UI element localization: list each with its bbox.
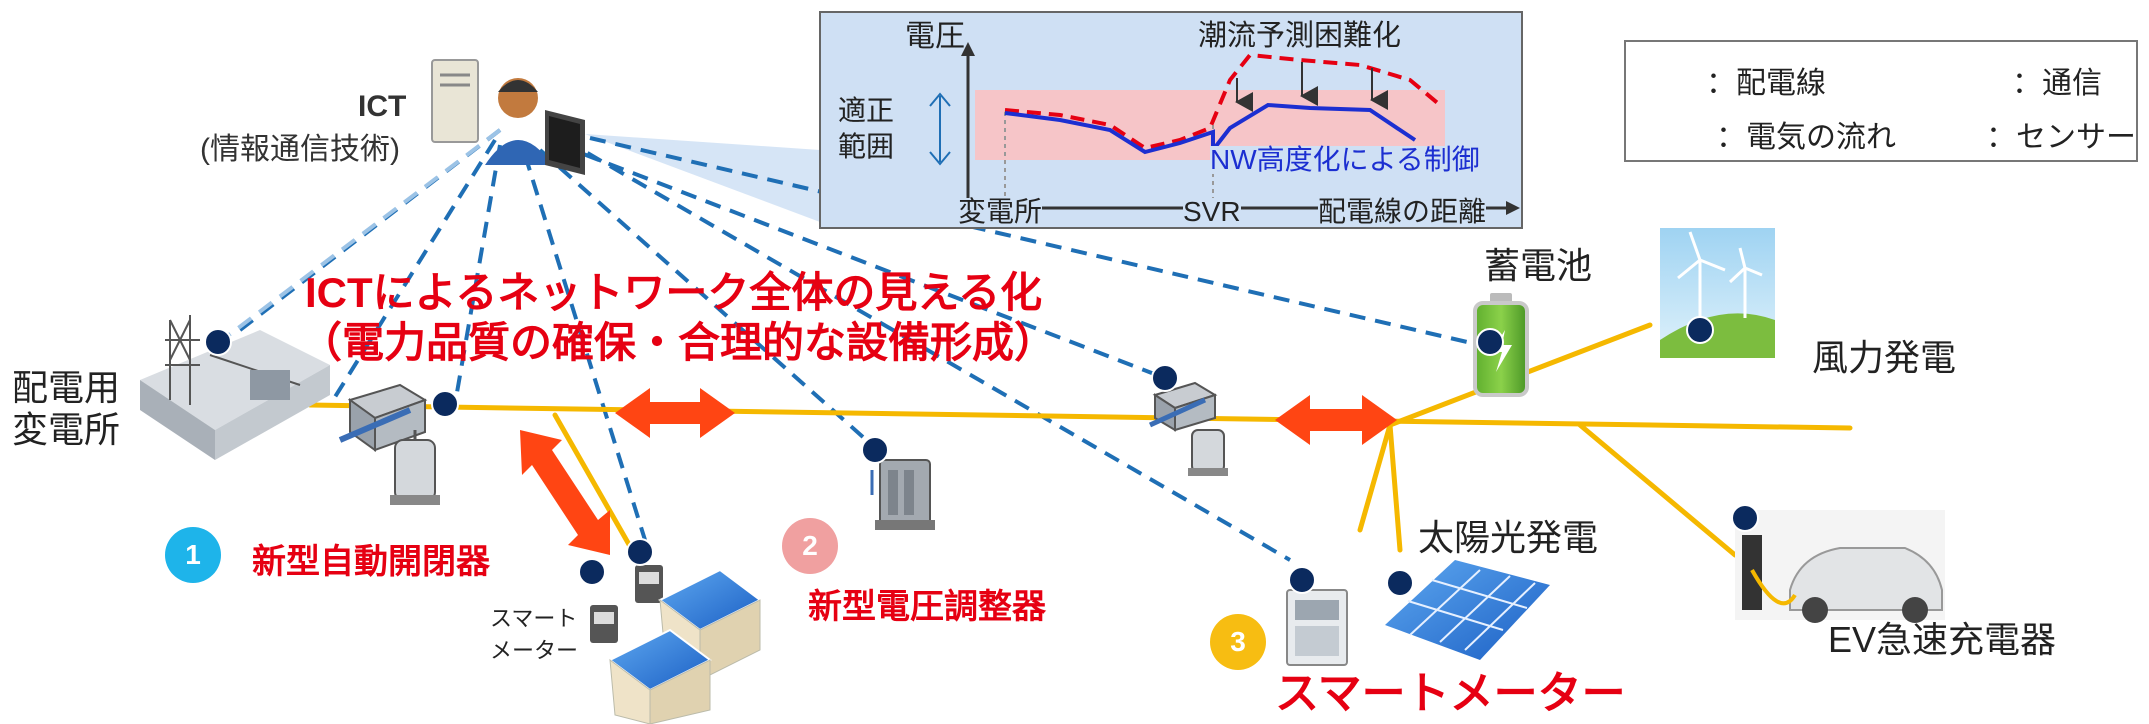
voltage-regulator-device	[870, 459, 935, 530]
inset-band-label-1: 適正	[838, 95, 895, 126]
houses-with-solar-image	[608, 568, 762, 724]
sensor-solar	[1386, 569, 1414, 597]
item1-label: 新型自動開閉器	[252, 543, 490, 581]
badge-3: 3	[1210, 614, 1266, 670]
legend: ：配電線 ：通信 ：電気の流れ ：センサー	[1624, 40, 2138, 162]
legend-sensor: ：センサー	[1986, 121, 2136, 154]
inset-x-axis-label: 配電線の距離	[1318, 196, 1487, 227]
inset-y-axis-label: 電圧	[905, 20, 965, 53]
communication-lines	[238, 128, 1481, 562]
sensor-house	[626, 538, 654, 566]
legend-electricity-flow: ：電気の流れ	[1716, 121, 1896, 154]
sensor-wind	[1686, 316, 1714, 344]
callout-pointer	[585, 134, 820, 222]
ict-title: ICT	[358, 90, 407, 123]
inset-annotation-control: NW高度化による制御	[1210, 144, 1480, 175]
smart-meter-left-image	[590, 565, 663, 643]
item2-label: 新型電圧調整器	[808, 588, 1046, 626]
sensor-svr	[1151, 364, 1179, 392]
item3-label: スマートメーター	[1275, 669, 1626, 718]
sensors	[204, 316, 1759, 597]
sensor-switch	[431, 390, 459, 418]
wind-label: 風力発電	[1812, 337, 1957, 378]
controlled-voltage-curve	[1004, 102, 1417, 156]
automatic-switch-device	[338, 383, 440, 505]
sensor-substation	[204, 328, 232, 356]
communication-line-substation	[223, 128, 502, 340]
inset-x-tick-svr: SVR	[1183, 196, 1241, 227]
flow-arrow-2	[1275, 395, 1397, 445]
flow-arrow-1	[615, 388, 735, 438]
substation-image	[140, 315, 330, 460]
svr-device	[1148, 381, 1228, 476]
headline-visualization: ICTによるネットワーク全体の見える化	[305, 269, 1043, 316]
sensor-smart-meter-3	[1288, 566, 1316, 594]
solar-panel-image	[1385, 560, 1550, 660]
inset-annotation-top: 潮流予測困難化	[1198, 20, 1402, 52]
electricity-flow-arrows	[520, 388, 1397, 555]
ev-charger-image	[1735, 510, 1945, 623]
badge-2: 2	[782, 518, 838, 574]
sensor-battery	[1476, 328, 1504, 356]
legend-distribution-line: ：配電線	[1706, 67, 1826, 100]
sensor-smart-meter-left	[578, 558, 606, 586]
legend-communication: ：通信	[2012, 67, 2102, 100]
substation-label-1: 配電用	[12, 367, 121, 408]
wind-farm-image	[1660, 228, 1775, 358]
sensor-ev	[1731, 504, 1759, 532]
flow-arrow-3	[520, 430, 610, 555]
battery-label: 蓄電池	[1484, 245, 1593, 286]
badge-1: 1	[165, 527, 221, 583]
ict-operator-image	[431, 59, 585, 175]
smart-meter-small-label-2: メーター	[490, 638, 579, 663]
substation-label-2: 変電所	[12, 409, 121, 450]
smart-meter-cabinet-image	[1286, 589, 1348, 666]
predicted-voltage-curve	[1004, 52, 1442, 151]
solar-label: 太陽光発電	[1418, 517, 1599, 558]
headline-quality: （電力品質の確保・合理的な設備形成）	[300, 319, 1057, 366]
smart-meter-small-label-1: スマート	[490, 606, 578, 631]
inset-band-label-2: 範囲	[838, 131, 895, 162]
ict-subtitle: (情報通信技術)	[200, 133, 400, 166]
inset-x-tick-substation: 変電所	[958, 196, 1043, 227]
ev-charger-label: EV急速充電器	[1828, 619, 2057, 660]
sensor-regulator	[861, 436, 889, 464]
